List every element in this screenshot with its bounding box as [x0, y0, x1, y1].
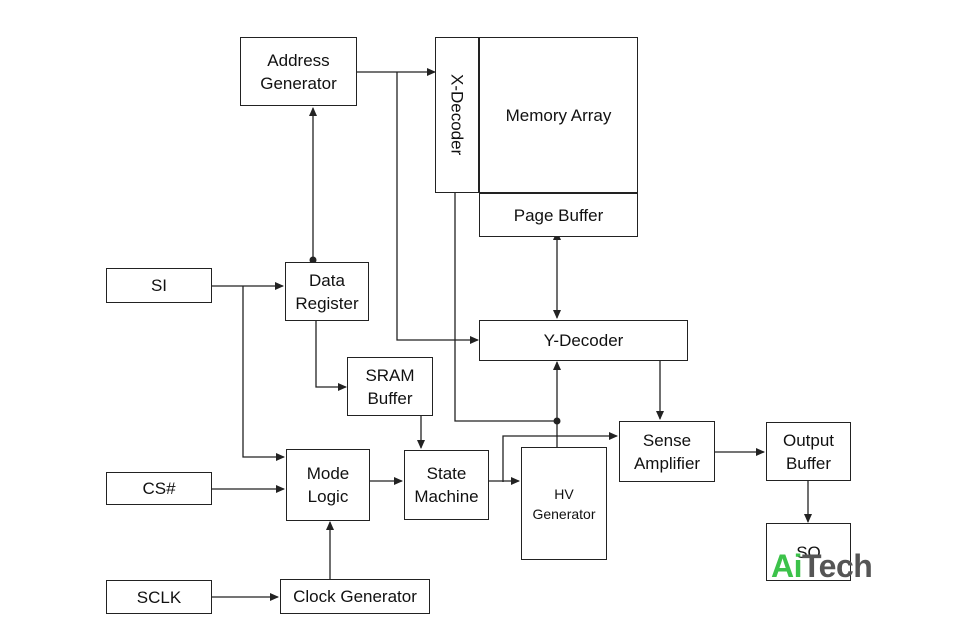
state-machine-block: State Machine — [404, 450, 489, 520]
datareg-to-sram-arrow — [315, 320, 347, 391]
si-to-mode-arrow — [242, 286, 285, 461]
x-decoder-label: X-Decoder — [447, 74, 467, 156]
x-decoder-block: X-Decoder — [435, 37, 479, 193]
clock-generator-block: Clock Generator — [280, 579, 430, 614]
output-buffer-block: Output Buffer — [766, 422, 851, 481]
hv-generator-label: HV Generator — [532, 485, 596, 522]
so-label: SO — [796, 542, 821, 562]
address-generator-label: Address Generator — [260, 50, 337, 93]
xdec-to-junction-line — [454, 193, 557, 422]
data-register-block: Data Register — [285, 262, 369, 321]
address-generator-block: Address Generator — [240, 37, 357, 106]
watermark-tech-text: Tech — [802, 548, 873, 584]
mode-logic-block: Mode Logic — [286, 449, 370, 521]
page-buffer-block: Page Buffer — [479, 193, 638, 237]
aitech-watermark-logo: AiTech — [771, 548, 873, 585]
sense-amplifier-block: Sense Amplifier — [619, 421, 715, 482]
sram-buffer-label: SRAM Buffer — [365, 365, 415, 408]
clock-generator-label: Clock Generator — [293, 587, 417, 606]
addr-to-ydec-arrow — [396, 72, 479, 344]
junction-dot-hv — [553, 417, 561, 425]
y-decoder-block: Y-Decoder — [479, 320, 688, 361]
so-block: SO — [766, 523, 851, 581]
hv-to-sense-arrow — [502, 432, 618, 482]
hv-generator-block: HV Generator — [521, 447, 607, 560]
y-decoder-label: Y-Decoder — [543, 331, 624, 350]
watermark-ai-text: Ai — [771, 548, 803, 584]
cs-block: CS# — [106, 472, 212, 505]
si-block: SI — [106, 268, 212, 303]
page-buffer-label: Page Buffer — [513, 205, 604, 225]
memory-array-label: Memory Array — [505, 105, 612, 125]
mode-logic-label: Mode Logic — [306, 464, 350, 506]
sclk-block: SCLK — [106, 580, 212, 614]
output-buffer-label: Output Buffer — [782, 430, 835, 473]
memory-array-block: Memory Array — [479, 37, 638, 193]
si-label: SI — [150, 276, 168, 295]
state-machine-label: State Machine — [414, 464, 479, 506]
data-register-label: Data Register — [295, 270, 359, 313]
sclk-label: SCLK — [136, 587, 182, 607]
sense-amplifier-label: Sense Amplifier — [633, 430, 701, 473]
junction-dot-datareg — [309, 256, 317, 264]
cs-label: CS# — [142, 479, 176, 498]
sram-buffer-block: SRAM Buffer — [347, 357, 433, 416]
